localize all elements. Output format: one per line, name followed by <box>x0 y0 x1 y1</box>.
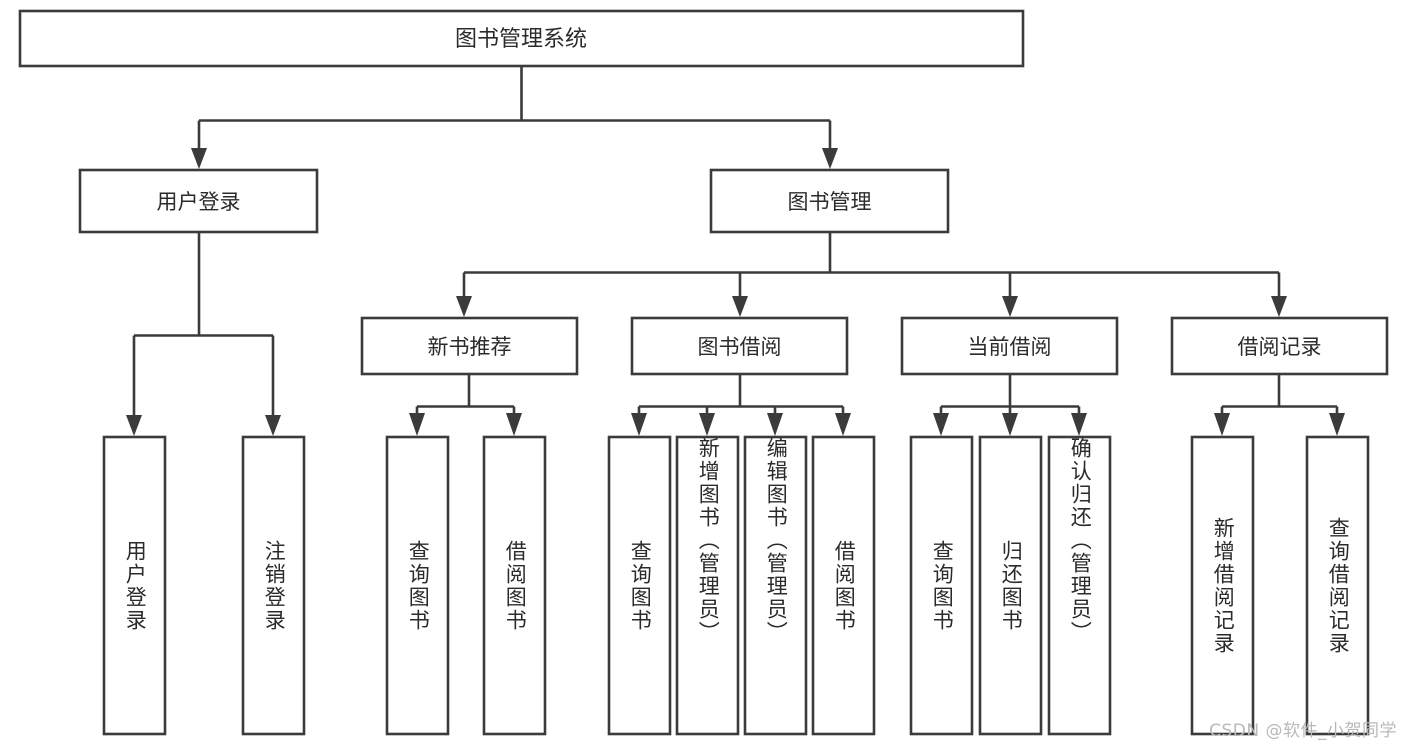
node-borrow-record-box[interactable] <box>1170 316 1389 376</box>
node-borrow-record[interactable]: 借阅记录 <box>1170 316 1389 376</box>
arrow-current-borrow-to-leaf3 <box>1071 413 1087 436</box>
node-leaf-borrow-book-1-box[interactable] <box>482 435 547 736</box>
node-book-manage-box[interactable] <box>709 168 950 234</box>
arrow-new-book-rec-to-leaf2 <box>506 413 522 436</box>
node-new-book-rec[interactable]: 新书推荐 <box>360 316 579 376</box>
arrow-user-login-to-leaf1 <box>126 415 142 436</box>
node-leaf-query-book-2-box[interactable] <box>607 435 672 736</box>
arrow-book-manage-to-borrow-record <box>1271 296 1287 317</box>
arrow-book-manage-to-new-book-rec <box>456 296 472 317</box>
node-leaf-user-login-box[interactable] <box>102 435 167 736</box>
node-root[interactable]: 图书管理系统 <box>18 9 1025 68</box>
node-current-borrow[interactable]: 当前借阅 <box>900 316 1119 376</box>
node-leaf-logout-login-box[interactable] <box>241 435 306 736</box>
arrow-new-book-rec-to-leaf1 <box>409 413 425 436</box>
arrow-book-borrow-to-leaf3 <box>767 413 783 436</box>
arrow-book-manage-to-book-borrow <box>732 296 748 317</box>
arrow-current-borrow-to-leaf2 <box>1002 413 1018 436</box>
node-leaf-edit-book-box[interactable] <box>743 435 808 736</box>
node-leaf-query-book-3-box[interactable] <box>909 435 974 736</box>
node-user-login[interactable]: 用户登录 <box>78 168 319 234</box>
arrow-book-manage-to-current-borrow <box>1002 296 1018 317</box>
arrow-current-borrow-to-leaf1 <box>933 413 949 436</box>
node-book-borrow-label: 图书借阅 <box>698 335 782 359</box>
node-book-manage[interactable]: 图书管理 <box>709 168 950 234</box>
node-root-label: 图书管理系统 <box>455 27 587 52</box>
arrow-borrow-record-to-leaf2 <box>1329 413 1345 436</box>
csdn-watermark: CSDN @软件_小贺同学 <box>1209 721 1397 741</box>
arrow-user-login-to-leaf2 <box>265 415 281 436</box>
node-leaf-add-book-box[interactable] <box>675 435 740 736</box>
nodes-layer: 图书管理系统 用户登录 图书管理 新书推荐 图书借阅 <box>18 9 1389 736</box>
node-current-borrow-box[interactable] <box>900 316 1119 376</box>
node-book-borrow[interactable]: 图书借阅 <box>630 316 849 376</box>
node-leaf-return-book-box[interactable] <box>978 435 1043 736</box>
arrow-root-to-book-manage <box>822 148 838 169</box>
node-leaf-query-book-1-box[interactable] <box>385 435 450 736</box>
node-user-login-box[interactable] <box>78 168 319 234</box>
node-leaf-add-record-box[interactable] <box>1190 435 1255 736</box>
node-leaf-confirm-return-box[interactable] <box>1047 435 1112 736</box>
arrow-book-borrow-to-leaf4 <box>835 413 851 436</box>
node-book-borrow-box[interactable] <box>630 316 849 376</box>
node-leaf-borrow-book-2-box[interactable] <box>811 435 876 736</box>
arrow-root-to-user-login <box>191 148 207 169</box>
edges-layer <box>126 66 1345 436</box>
node-borrow-record-label: 借阅记录 <box>1238 335 1322 359</box>
node-book-manage-label: 图书管理 <box>788 190 872 214</box>
node-user-login-label: 用户登录 <box>157 190 241 214</box>
node-current-borrow-label: 当前借阅 <box>968 335 1052 359</box>
node-root-box[interactable] <box>18 9 1025 68</box>
arrow-borrow-record-to-leaf1 <box>1214 413 1230 436</box>
node-new-book-rec-box[interactable] <box>360 316 579 376</box>
arrow-book-borrow-to-leaf2 <box>699 413 715 436</box>
node-leaf-query-record-box[interactable] <box>1305 435 1370 736</box>
node-new-book-rec-label: 新书推荐 <box>428 335 512 359</box>
arrow-book-borrow-to-leaf1 <box>631 413 647 436</box>
